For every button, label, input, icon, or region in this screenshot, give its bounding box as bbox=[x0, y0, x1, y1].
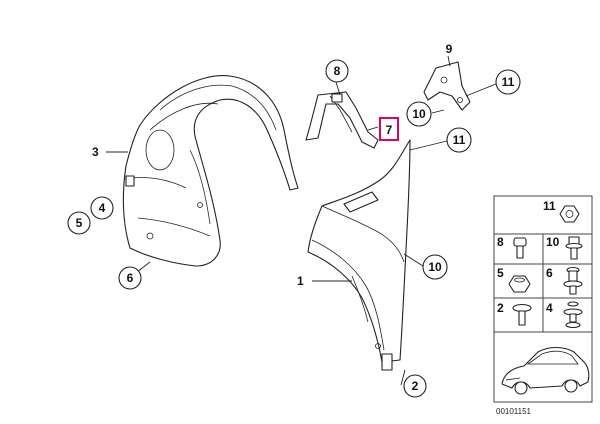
callout-9[interactable]: 9 bbox=[446, 42, 453, 56]
table-label-8: 8 bbox=[497, 235, 504, 249]
callout-5[interactable]: 5 bbox=[67, 211, 91, 235]
side-panel[interactable] bbox=[307, 139, 411, 371]
table-label-2: 2 bbox=[497, 301, 504, 315]
bracket[interactable] bbox=[305, 91, 379, 149]
callout-10-lower-label: 10 bbox=[428, 260, 442, 274]
collar-bolt-icon bbox=[565, 236, 583, 260]
callout-4-label: 4 bbox=[99, 201, 106, 215]
callout-2[interactable]: 2 bbox=[403, 374, 427, 398]
leader-lines bbox=[106, 55, 497, 386]
callout-11-lower-label: 11 bbox=[453, 133, 466, 147]
callout-7[interactable]: 7 bbox=[379, 117, 399, 141]
table-label-11: 11 bbox=[543, 199, 556, 213]
callout-5-label: 5 bbox=[76, 216, 83, 230]
callout-4[interactable]: 4 bbox=[90, 196, 114, 220]
callout-8-label: 8 bbox=[334, 64, 341, 78]
hardware-table: 11 8 10 5 6 2 4 bbox=[493, 195, 593, 403]
callout-2-label: 2 bbox=[412, 379, 419, 393]
callout-6[interactable]: 6 bbox=[118, 266, 142, 290]
hex-nut-icon bbox=[559, 205, 580, 223]
callout-1[interactable]: 1 bbox=[297, 274, 304, 288]
washer-screw-icon bbox=[563, 301, 583, 329]
callout-10-lower[interactable]: 10 bbox=[422, 254, 448, 280]
callout-3[interactable]: 3 bbox=[92, 145, 99, 159]
table-label-4: 4 bbox=[546, 301, 553, 315]
callout-10-upper[interactable]: 10 bbox=[406, 101, 432, 127]
table-label-5: 5 bbox=[497, 266, 504, 280]
callout-1-label: 1 bbox=[297, 274, 304, 288]
mounting-bracket[interactable] bbox=[423, 61, 471, 111]
callout-11-upper[interactable]: 11 bbox=[495, 69, 521, 95]
callout-9-label: 9 bbox=[446, 42, 453, 56]
car-icon bbox=[501, 346, 590, 395]
callout-6-label: 6 bbox=[127, 271, 134, 285]
callout-11-upper-label: 11 bbox=[502, 75, 515, 89]
callout-3-label: 3 bbox=[92, 145, 99, 159]
bolt-icon bbox=[513, 237, 527, 259]
screw-icon bbox=[512, 303, 532, 326]
callout-7-label: 7 bbox=[386, 123, 393, 137]
callout-11-lower[interactable]: 11 bbox=[446, 127, 472, 153]
callout-10-upper-label: 10 bbox=[412, 107, 426, 121]
table-label-10: 10 bbox=[546, 235, 560, 249]
nut-icon bbox=[508, 275, 531, 293]
callout-8[interactable]: 8 bbox=[325, 59, 349, 83]
diagram-number: 00101151 bbox=[496, 407, 532, 416]
table-label-6: 6 bbox=[546, 266, 553, 280]
wheel-arch-liner[interactable] bbox=[122, 75, 299, 267]
clip-icon bbox=[563, 266, 583, 295]
